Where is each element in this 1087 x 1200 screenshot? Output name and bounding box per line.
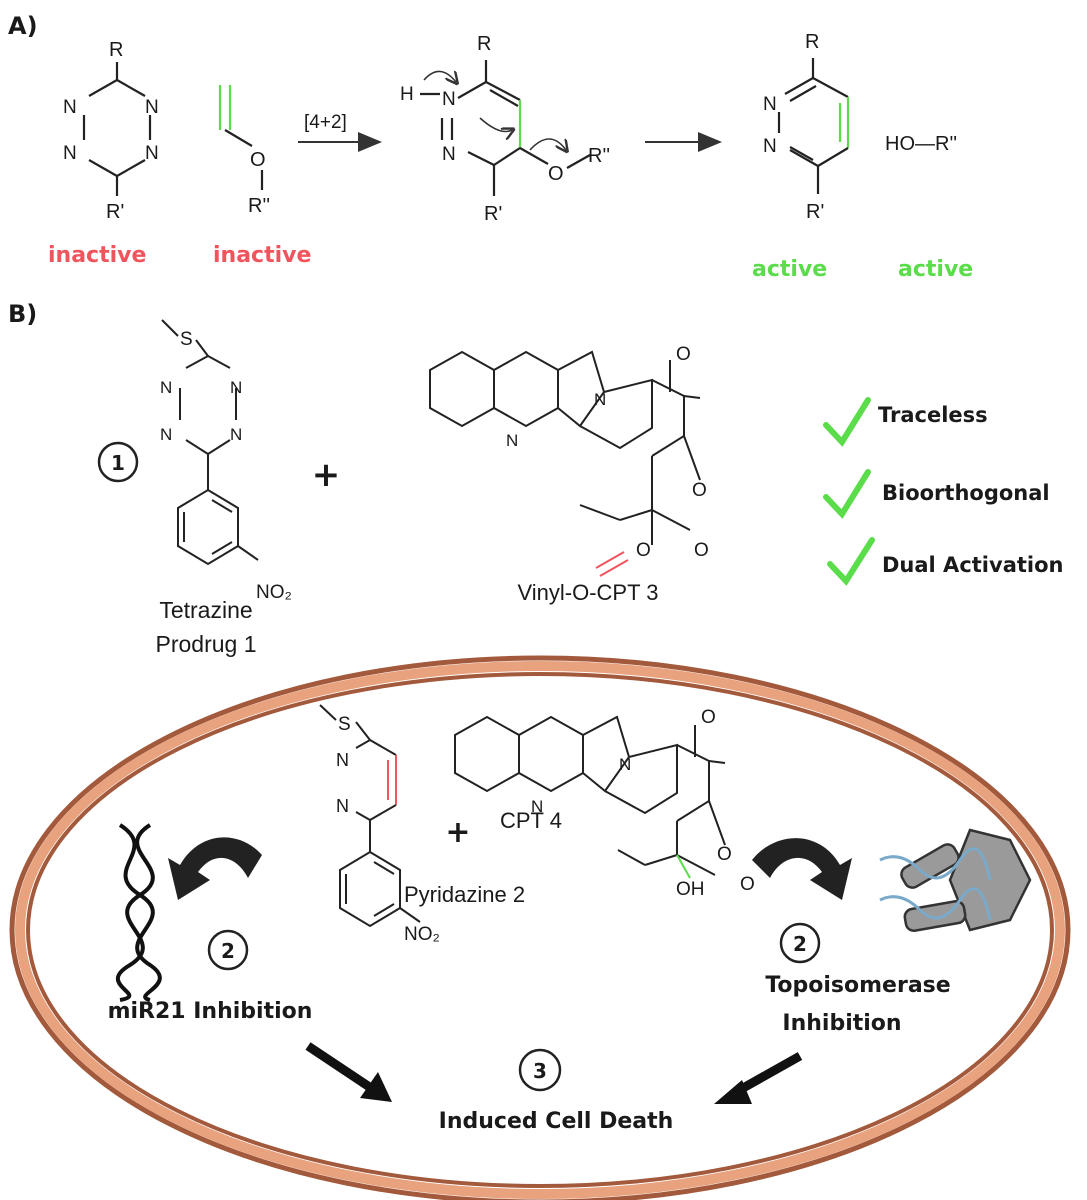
compound1-number: 1 — [111, 451, 125, 475]
intermediate-o: O — [548, 163, 564, 185]
compound1-circle — [97, 441, 139, 483]
vinyl-ether-structure — [218, 85, 264, 190]
compound4-label: CPT 4 — [500, 808, 562, 833]
topoisomerase-label-line1: Topoisomerase — [765, 973, 950, 998]
vinyl-status: inactive — [213, 243, 311, 268]
tetrazine-n1: N — [63, 97, 77, 118]
step3-circle — [518, 1048, 562, 1092]
step2-circle-right — [779, 922, 821, 964]
step3-number: 3 — [533, 1059, 547, 1083]
tetrazine-n4: N — [145, 143, 159, 164]
cpt3-n-lactam: N — [594, 390, 606, 409]
curved-arrow-right-icon — [752, 838, 852, 900]
byproduct-alcohol: HO—R'' — [885, 133, 957, 155]
arrowhead-left — [360, 1072, 392, 1102]
cpt4-n-lactam: N — [619, 755, 631, 774]
vinyl-r2: R'' — [248, 195, 270, 217]
step2-number-left: 2 — [221, 939, 235, 963]
plus-sign-top: + — [312, 455, 341, 495]
vinyl-o: O — [250, 149, 266, 171]
intermediate-structure — [420, 60, 591, 196]
product-status: active — [752, 257, 827, 282]
intermediate-r: R — [477, 33, 491, 55]
vinyl-group-red — [595, 551, 629, 577]
intermediate-n1: N — [442, 89, 456, 110]
cpt4-oh-bond — [676, 854, 691, 879]
cpt3-o-ether: O — [636, 540, 651, 561]
cpt3-o-ring: O — [692, 480, 707, 501]
check-icon — [823, 397, 871, 447]
check-icon — [823, 469, 871, 519]
product-r1: R' — [806, 201, 824, 223]
rna-helix-icon — [115, 823, 162, 1002]
product-n1: N — [763, 94, 777, 115]
cpt4-n-quinoline: N — [531, 797, 543, 816]
compound2-label: Pyridazine 2 — [404, 882, 525, 907]
panel-b-label: B) — [8, 300, 37, 328]
prodrug-n4: N — [230, 425, 242, 444]
checklist-item-bioorthogonal: Bioorthogonal — [882, 481, 1050, 505]
tetrazine-prodrug-structure — [161, 319, 259, 566]
cycloaddition-label: [4+2] — [304, 112, 347, 133]
cpt3-o-carbonyl: O — [676, 344, 691, 365]
pyridazine2-structure — [319, 704, 421, 928]
cpt4-o-carbonyl: O — [701, 707, 716, 728]
intermediate-r1: R' — [484, 203, 502, 225]
prodrug-n1: N — [160, 378, 172, 397]
checklist-item-traceless: Traceless — [878, 403, 988, 427]
intermediate-n2: N — [442, 144, 456, 165]
tetrazine-structure — [82, 62, 152, 196]
product-n2: N — [763, 136, 777, 157]
step2-circle-left — [207, 929, 249, 971]
feature-checklist: Traceless Bioorthogonal Dual Activation — [823, 397, 1063, 586]
step2-number-right: 2 — [793, 932, 807, 956]
tetrazine-n3: N — [63, 143, 77, 164]
compound1-label-line1: Tetrazine — [159, 597, 252, 623]
arrow-right-to-death — [733, 1052, 803, 1096]
prodrug-n3: N — [160, 425, 172, 444]
pyridazine2-n1: N — [336, 750, 349, 770]
prodrug-n2: N — [230, 378, 242, 397]
tetrazine-status: inactive — [48, 243, 146, 268]
checklist-item-dual-activation: Dual Activation — [882, 553, 1063, 577]
tetrazine-n2: N — [145, 97, 159, 118]
vinyl-cpt-structure — [429, 350, 701, 545]
pyridazine2-sulfur: S — [338, 714, 351, 735]
arrowhead-right — [714, 1080, 752, 1104]
prodrug-nitro: NO₂ — [256, 582, 292, 603]
compound3-label: Vinyl-O-CPT 3 — [517, 580, 658, 605]
tetrazine-r: R — [109, 39, 123, 61]
check-icon — [827, 537, 875, 586]
cpt4-hydroxyl: OH — [676, 879, 705, 900]
compound1-label-line2: Prodrug 1 — [155, 631, 256, 657]
cpt3-o-lactone: O — [694, 540, 709, 561]
panel-a-label: A) — [8, 12, 38, 40]
cpt3-n-quinoline: N — [506, 431, 518, 450]
cpt4-o-lactone: O — [740, 874, 755, 895]
intermediate-h: H — [400, 84, 414, 105]
pyridazine2-n2: N — [336, 796, 349, 816]
cpt4-o-ring: O — [717, 844, 732, 865]
pyridazine2-nitro: NO₂ — [404, 924, 440, 945]
intermediate-r2: R'' — [588, 145, 610, 167]
curved-arrow-left-icon — [168, 837, 262, 900]
byproduct-status: active — [898, 257, 973, 282]
topoisomerase-enzyme-icon — [879, 828, 1032, 933]
product-r: R — [805, 31, 819, 53]
cpt4-structure — [454, 715, 726, 876]
mir21-inhibition-label: miR21 Inhibition — [108, 999, 313, 1024]
prodrug-sulfur: S — [180, 329, 193, 350]
arrow-left-to-death — [305, 1042, 377, 1094]
tetrazine-r1: R' — [106, 201, 124, 223]
pyridazine-product-structure — [777, 58, 850, 194]
induced-cell-death-label: Induced Cell Death — [439, 1109, 674, 1134]
plus-sign-cell: + — [445, 815, 470, 850]
topoisomerase-label-line2: Inhibition — [782, 1011, 901, 1036]
